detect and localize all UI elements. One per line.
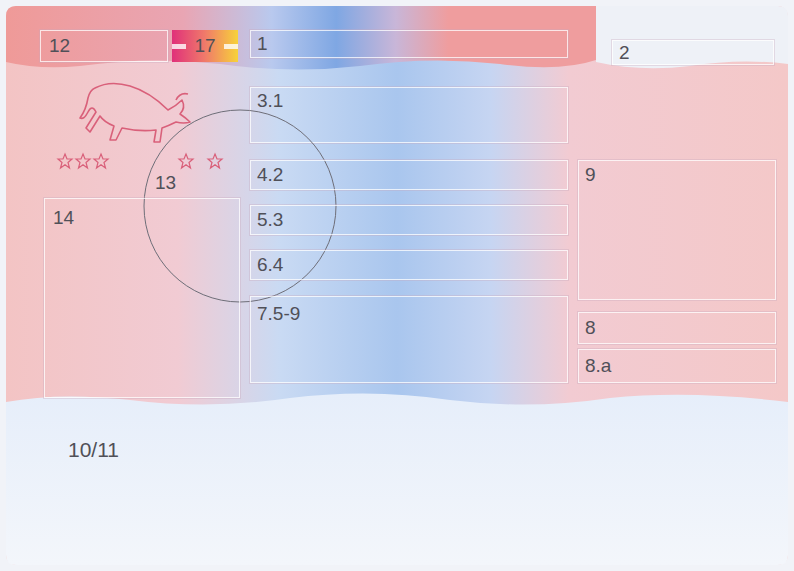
bull-emblem [80,83,190,142]
field-box: 1 [250,30,568,58]
photo-seal-circle: 13 [143,109,337,303]
field-box: 6.4 [250,250,568,280]
field-box: 7.5-9 [250,296,568,383]
field-number: 3.1 [257,90,283,112]
field-number: 8.a [585,355,611,377]
field-box: 5.3 [250,205,568,235]
field-box: 14 [44,198,240,398]
field-number: 8 [585,317,596,339]
field-box: 4.2 [250,160,568,190]
field-number: 2 [619,42,630,64]
seal-circle-outline [143,109,337,303]
field-number: 7.5-9 [257,303,300,325]
field-number: 10/11 [68,438,119,462]
field-box: 12 [40,30,168,62]
star-row [58,154,222,168]
field-box: 17 [172,30,238,62]
field-number: 1 [257,33,268,55]
field-number: 5.3 [257,209,283,231]
field-box: 8.a [578,349,776,383]
field-box: 8 [578,312,776,344]
field-box: 3.1 [250,87,568,143]
field-box: 9 [578,160,776,300]
field-number: 14 [53,207,74,229]
field-number: 13 [155,172,176,194]
field-number: 17 [194,35,215,57]
field-number: 9 [585,164,596,186]
field-number: 4.2 [257,164,283,186]
field-number: 12 [49,35,70,57]
field-number: 6.4 [257,254,283,276]
field-box: 2 [612,40,774,65]
